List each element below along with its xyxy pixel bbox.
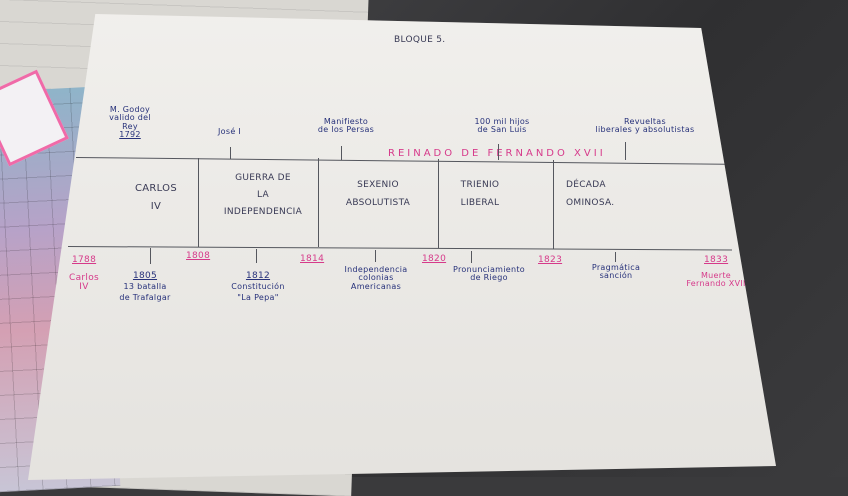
page-title: BLOQUE 5.	[394, 35, 446, 45]
period-carlos-iv: CARLOS IV	[134, 183, 177, 212]
year-1788: 1788	[72, 255, 97, 265]
year-1823: 1823	[538, 255, 563, 265]
lower-event-pragmatica-sancion: Pragmática sanción	[591, 263, 641, 281]
year-1808: 1808	[186, 251, 211, 261]
upper-event-jose-i: José I	[218, 127, 242, 136]
divider-1814	[318, 158, 319, 247]
tick-independencia	[375, 250, 376, 262]
period-trienio-liberal: TRIENIO LIBERAL	[460, 180, 500, 208]
tick-1805	[150, 248, 151, 264]
tick-hijos	[498, 144, 499, 160]
period-decada-ominosa: DÉCADA OMINOSA.	[566, 180, 615, 208]
divider-1823	[553, 160, 554, 249]
divider-1808	[198, 158, 199, 247]
timeline-paper: BLOQUE 5. M. Godoy valido del Rey 1792 J…	[28, 14, 776, 480]
upper-event-revueltas: Revueltas liberales y absolutistas	[595, 117, 695, 135]
year-1833: 1833	[704, 255, 729, 265]
upper-event-manifiesto: Manifiesto de los Persas	[317, 117, 375, 135]
year-1820: 1820	[422, 254, 447, 264]
tick-pragmatica	[615, 252, 616, 262]
reinado-label: REINADO DE FERNANDO XVII	[388, 148, 606, 159]
lower-event-trafalgar: 1805 13 batalla de Trafalgar	[119, 271, 171, 302]
lower-event-independencia-colonias: Independencia colonias Americanas	[344, 265, 408, 291]
period-sexenio-absolutista: SEXENIO ABSOLUTISTA	[345, 180, 411, 208]
period-guerra-independencia: GUERRA DE LA INDEPENDENCIA	[223, 173, 303, 218]
upper-event-hijos-san-luis: 100 mil hijos de San Luis	[474, 117, 530, 135]
tick-revueltas	[625, 142, 626, 160]
lower-event-muerte-fernando: Muerte Fernando XVII	[686, 271, 746, 289]
tick-manifiesto	[341, 146, 342, 160]
tick-riego	[471, 251, 472, 263]
lower-event-pronunciamiento-riego: Pronunciamiento de Riego	[453, 265, 525, 283]
divider-1820	[438, 159, 439, 248]
lower-event-carlos-iv: Carlos IV	[69, 273, 99, 293]
year-1814: 1814	[300, 254, 325, 264]
upper-event-godoy: M. Godoy valido del Rey 1792	[109, 105, 151, 140]
tick-jose-i	[230, 147, 231, 159]
lower-event-constitucion: 1812 Constitución "La Pepa"	[231, 271, 285, 302]
tick-1812	[256, 249, 257, 263]
